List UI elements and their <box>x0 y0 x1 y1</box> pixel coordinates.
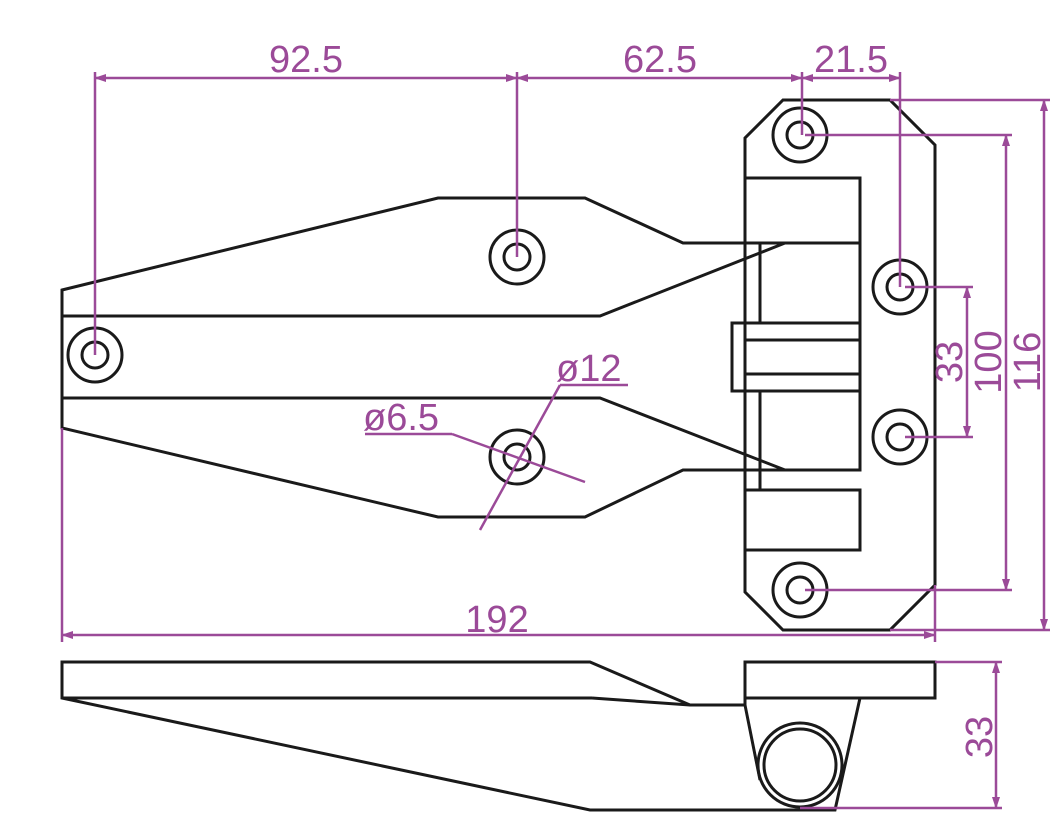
knuckle-bottom <box>743 488 862 552</box>
side-knuckle-line <box>591 696 691 707</box>
pin-slot <box>730 321 862 393</box>
side-pin-outer <box>756 721 844 809</box>
dim-label-21-5: 21.5 <box>814 39 888 81</box>
dim-label-192: 192 <box>465 599 528 641</box>
dim-label-12: ø12 <box>556 348 621 390</box>
side-view <box>60 660 937 812</box>
dim-label-92-5: 92.5 <box>269 39 343 81</box>
hole-bottom-mid <box>488 428 546 486</box>
leaf-lower-taper <box>62 396 786 472</box>
side-pin-inner <box>762 727 838 803</box>
dim-label-33-thickness: 33 <box>959 716 1001 758</box>
top-view <box>60 98 937 632</box>
knuckle-top <box>743 176 862 245</box>
dim-leader-6-5 <box>451 432 586 484</box>
dim-label-33-pitch: 33 <box>929 341 971 383</box>
dim-label-6-5: ø6.5 <box>363 397 439 439</box>
dim-label-100: 100 <box>968 330 1010 393</box>
dim-label-116: 116 <box>1007 332 1049 393</box>
dim-label-62-5: 62.5 <box>623 39 697 81</box>
dimension-layer: 92.5 62.5 21.5 33 100 116 192 33 <box>60 39 1050 810</box>
hinge-leaf-outline <box>60 196 862 519</box>
side-leaf-outline <box>60 660 937 812</box>
leaf-upper-taper <box>62 241 786 318</box>
